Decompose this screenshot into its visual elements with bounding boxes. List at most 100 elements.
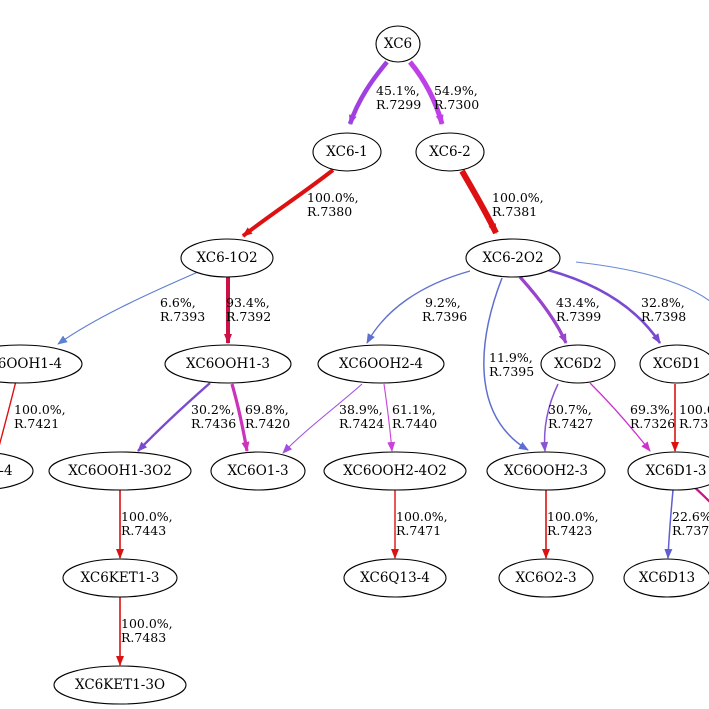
edge-line: [589, 382, 651, 452]
edge-label-reaction: R.7380: [307, 204, 352, 219]
edge-label-reaction: R.7398: [641, 309, 686, 324]
node-xc6ket1-3[interactable]: XC6KET1-3: [62, 558, 178, 598]
edge-line: [57, 271, 199, 345]
edge-xc6-2o2-to-xc6ooh2-3: 11.9%, R.7395: [483, 277, 534, 451]
edge-label-percent: 22.6%: [672, 509, 709, 524]
node-xc6ooh1-3o2[interactable]: XC6OOH1-3O2: [48, 451, 192, 491]
edge-label-reaction: R.7420: [245, 416, 290, 431]
edge-label-reaction: R.7396: [422, 309, 467, 324]
edge-xc6-to-xc6-1: 45.1%, R.7299: [347, 60, 421, 125]
edge-label-percent: 9.2%,: [425, 295, 461, 310]
edge-xc6ket1-3-to-xc6ket1-3o: 100.0%, R.7483: [116, 597, 173, 666]
edge-line: [230, 383, 250, 452]
node-label: XC6Q13-4: [360, 570, 430, 586]
edge-label-percent: 100.0%,: [14, 402, 66, 417]
edge-xc6ooh2-4-to-xc6o1-3: 38.9%, R.7424: [282, 383, 384, 454]
node-xc6ooh1-4[interactable]: XC6OOH1-4: [0, 344, 83, 384]
edge-label-reaction: R.7440: [392, 416, 437, 431]
edge-xc6ooh1-3-to-xc6ooh1-3o2: 30.2%, R.7436: [137, 382, 236, 452]
edge-label-percent: 61.1%,: [392, 402, 436, 417]
edge-xc6ooh1-3o2-to-xc6ket1-3: 100.0%, R.7443: [116, 490, 173, 559]
edge-line: [575, 261, 709, 302]
edge-label-percent: 93.4%,: [226, 295, 270, 310]
edge-line: [347, 60, 389, 125]
edge-label-reaction: R.7421: [14, 416, 59, 431]
edge-xc6d1-to-xc6d1-3: 100.0 R.73: [671, 383, 709, 452]
edge-xc6ooh2-3-to-xc6o2-3: 100.0%, R.7423: [542, 490, 599, 559]
edge-line: [540, 383, 559, 452]
edge-xc6d2-to-xc6ooh2-3: 30.7%, R.7427: [540, 383, 593, 452]
node-label: XC6OOH2-4: [339, 356, 423, 372]
edge-line: [241, 168, 335, 238]
node-label: XC6O2-3: [515, 570, 576, 586]
node-xc6ooh2-3[interactable]: XC6OOH2-3: [486, 451, 606, 491]
edge-xc6-1o2-to-xc6ooh1-4: 6.6%, R.7393: [57, 271, 205, 345]
node-label: XC6D13: [639, 570, 695, 586]
node-label: XC6O1-3: [227, 463, 288, 479]
edge-label-reaction: R.7423: [547, 523, 592, 538]
node-label: -4: [0, 463, 13, 479]
edge-label-percent: 100.0%,: [492, 190, 544, 205]
edge-xc6-2o2-to-offscreen: [575, 261, 709, 302]
node-xc6q13-4[interactable]: XC6Q13-4: [343, 558, 447, 598]
edge-xc6-2o2-to-xc6d2: 43.4%, R.7399: [518, 275, 601, 344]
edge-label-percent: 100.0%,: [121, 509, 173, 524]
node-label: XC6-2: [429, 144, 470, 160]
node-xc6ooh2-4o2[interactable]: XC6OOH2-4O2: [323, 451, 467, 491]
edge-line: [408, 60, 445, 125]
edge-xc6-1-to-xc6-1o2: 100.0%, R.7380: [241, 168, 359, 238]
edge-xc6ooh1-4-to-4: 100.0%, R.7421: [0, 380, 66, 446]
edge-xc6ooh2-4o2-to-xc6q13-4: 100.0%, R.7471: [391, 489, 448, 559]
node-xc6d1-3[interactable]: XC6D1-3: [627, 451, 709, 491]
node-label: XC6D1-3: [646, 463, 707, 479]
edge-line: [366, 270, 471, 344]
edge-label-reaction: R.7424: [339, 416, 384, 431]
edge-label-reaction: R.7399: [556, 309, 601, 324]
edge-label-percent: 100.0%,: [121, 616, 173, 631]
edge-line: [483, 277, 529, 451]
node-xc6o1-3[interactable]: XC6O1-3: [210, 451, 306, 491]
node-label: XC6OOH1-3O2: [68, 463, 172, 479]
node-label: XC6OOH1-4: [0, 356, 62, 372]
node-xc6-1o2[interactable]: XC6-1O2: [180, 238, 274, 278]
node-xc6d1[interactable]: XC6D1: [639, 344, 709, 384]
edge-line: [547, 268, 662, 344]
edge-xc6-2-to-xc6-2o2: 100.0%, R.7381: [459, 169, 544, 235]
node-xc6ket1-3o[interactable]: XC6KET1-3O: [53, 665, 187, 705]
node-xc6d2[interactable]: XC6D2: [540, 344, 616, 384]
node-xc6-1[interactable]: XC6-1: [312, 132, 382, 172]
node-4[interactable]: -4: [0, 452, 34, 490]
edge-line: [282, 383, 363, 454]
edge-label-reaction: R.73: [679, 416, 708, 431]
node-xc6ooh2-4[interactable]: XC6OOH2-4: [317, 344, 445, 384]
node-xc6d13[interactable]: XC6D13: [623, 558, 709, 598]
edge-label-reaction: R.7326: [630, 416, 675, 431]
edge-xc6d2-to-xc6d1-3: 69.3%, R.7326: [589, 382, 675, 452]
nodes: XC6 XC6-1 XC6-2 XC6-1O2 XC6-2O2 XC6OOH1-…: [0, 25, 709, 705]
edge-xc6d1-3-to-xc6d13: 22.6% R.737: [664, 489, 709, 559]
edge-line: [137, 382, 211, 452]
node-label: XC6-1O2: [196, 250, 257, 266]
edge-label-percent: 100.0: [679, 402, 709, 417]
edge-label-percent: 11.9%,: [489, 350, 533, 365]
edge-line: [664, 489, 674, 559]
node-xc6[interactable]: XC6: [375, 25, 421, 63]
edge-label-percent: 100.0%,: [307, 190, 359, 205]
edge-line: [383, 383, 396, 452]
edge-label-reaction: R.7471: [396, 523, 441, 538]
node-xc6ooh1-3[interactable]: XC6OOH1-3: [164, 344, 292, 384]
node-label: XC6KET1-3: [81, 570, 160, 586]
edge-label-percent: 100.0%,: [547, 509, 599, 524]
edge-xc6ooh2-4-to-xc6ooh2-4o2: 61.1%, R.7440: [383, 383, 437, 452]
edge-label-percent: 45.1%,: [376, 83, 420, 98]
edge-label-reaction: R.7393: [160, 309, 205, 324]
edge-line: [0, 380, 17, 446]
edge-label-percent: 38.9%,: [339, 402, 383, 417]
edge-label-reaction: R.7436: [191, 416, 236, 431]
node-xc6-2[interactable]: XC6-2: [415, 132, 485, 172]
node-label: XC6KET1-3O: [75, 677, 165, 693]
edge-label-percent: 54.9%,: [434, 83, 478, 98]
node-xc6o2-3[interactable]: XC6O2-3: [498, 558, 594, 598]
node-xc6-2o2[interactable]: XC6-2O2: [465, 238, 561, 278]
